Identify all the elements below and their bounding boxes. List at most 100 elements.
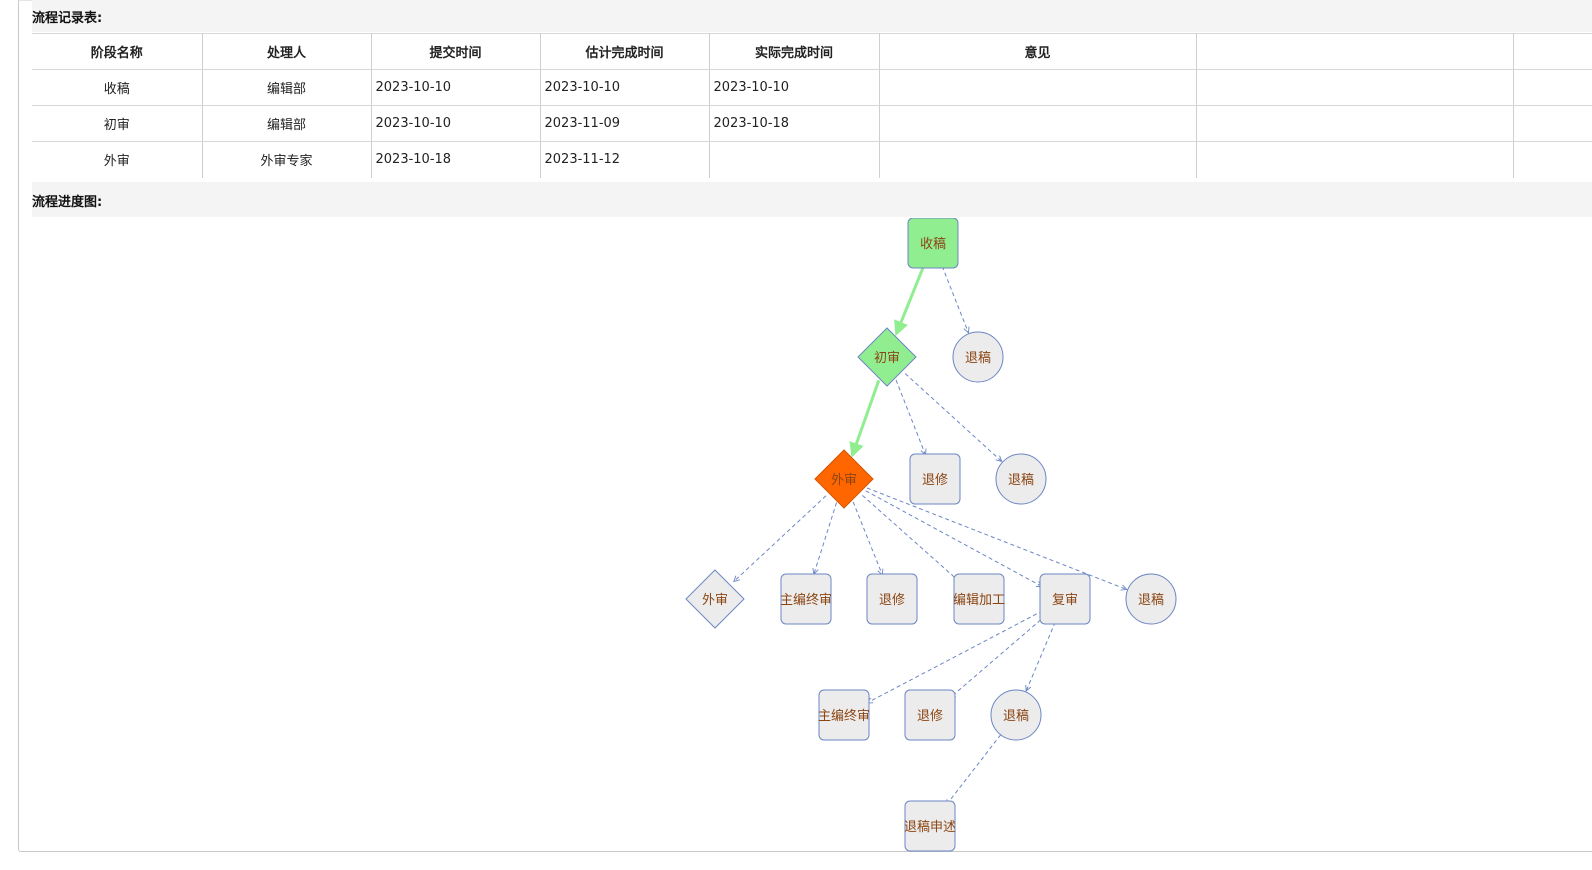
flow-node-shape: [685, 569, 745, 629]
flow-edge-n4-n8: [814, 502, 838, 574]
flow-edge-n11-n15: [1026, 621, 1056, 691]
cell-stage: 收稿: [32, 69, 203, 106]
flow-node-n2[interactable]: 初审: [857, 327, 917, 387]
cell-estimated-time: 2023-10-10: [540, 69, 710, 106]
cell-handler: 编辑部: [202, 105, 372, 142]
flow-node-shape: [857, 327, 917, 387]
cell-submit-time: 2023-10-10: [371, 69, 541, 106]
flow-node-n1[interactable]: 收稿: [907, 218, 959, 269]
header-empty-1: [1196, 33, 1514, 70]
process-flow-diagram: 收稿初审退稿外审退修退稿外审主编终审退修编辑加工复审退稿主编终审退修退稿退稿申述: [685, 218, 1177, 852]
flow-edge-n4-n9: [852, 501, 882, 575]
header-opinion: 意见: [879, 33, 1197, 70]
table-header-row: 阶段名称 处理人 提交时间 估计完成时间 实际完成时间 意见: [32, 33, 1592, 70]
flow-node-label: 收稿: [920, 236, 946, 252]
flow-node-n8[interactable]: 主编终审: [780, 573, 832, 625]
flow-edge-n15-n16: [946, 734, 1002, 806]
flow-node-shape: [866, 573, 918, 625]
flow-node-label: 退修: [879, 593, 905, 608]
flow-node-label: 退稿: [1003, 708, 1029, 724]
cell-actual-time: [709, 141, 880, 178]
flow-node-n16[interactable]: 退稿申述: [904, 800, 956, 852]
flow-node-n4[interactable]: 外审: [814, 449, 874, 509]
flow-node-n12[interactable]: 退稿: [1125, 573, 1177, 625]
flow-edges: [734, 265, 1127, 806]
cell-empty: [1196, 105, 1514, 142]
progress-section-header: [32, 182, 1592, 217]
flow-edge-n4-n7: [734, 495, 827, 582]
cell-opinion: [879, 105, 1197, 142]
flow-node-shape: [814, 449, 874, 509]
flow-node-shape: [995, 453, 1047, 505]
flow-edge-n4-n12: [866, 487, 1127, 590]
flow-edge-n1-n3: [941, 266, 968, 333]
cell-handler: 外审专家: [202, 141, 372, 178]
flow-edge-n4-n11: [865, 490, 1042, 587]
header-estimated-time: 估计完成时间: [540, 33, 710, 70]
cell-opinion: [879, 69, 1197, 106]
cell-estimated-time: 2023-11-12: [540, 141, 710, 178]
header-handler: 处理人: [202, 33, 372, 70]
cell-empty: [1513, 69, 1592, 106]
flow-node-label: 初审: [874, 351, 900, 366]
flow-node-label: 主编终审: [780, 592, 832, 608]
flow-nodes: 收稿初审退稿外审退修退稿外审主编终审退修编辑加工复审退稿主编终审退修退稿退稿申述: [685, 218, 1177, 852]
flow-node-shape: [780, 573, 832, 625]
flow-node-n13[interactable]: 主编终审: [818, 689, 870, 741]
flow-node-n9[interactable]: 退修: [866, 573, 918, 625]
table-row: 外审 外审专家 2023-10-18 2023-11-12: [32, 141, 1592, 178]
flow-node-n6[interactable]: 退稿: [995, 453, 1047, 505]
flow-node-shape: [952, 331, 1004, 383]
flow-node-shape: [818, 689, 870, 741]
flow-node-shape: [909, 453, 961, 505]
cell-submit-time: 2023-10-18: [371, 141, 541, 178]
flow-node-shape: [907, 218, 959, 269]
record-section-title: 流程记录表:: [32, 11, 103, 26]
flow-edge-n11-n14: [950, 614, 1047, 698]
flow-edge-n2-n5: [895, 379, 925, 455]
flow-node-label: 外审: [831, 473, 857, 488]
flow-node-label: 退修: [917, 709, 943, 724]
flow-edge-n4-n10: [862, 495, 959, 581]
flow-node-n14[interactable]: 退修: [904, 689, 956, 741]
table-row: 初审 编辑部 2023-10-10 2023-11-09 2023-10-18: [32, 105, 1592, 142]
cell-actual-time: 2023-10-10: [709, 69, 880, 106]
flow-node-label: 退稿: [1138, 592, 1164, 608]
flow-node-shape: [1039, 573, 1091, 625]
flow-node-label: 退稿: [965, 350, 991, 366]
flow-node-n15[interactable]: 退稿: [990, 689, 1042, 741]
cell-empty: [1513, 105, 1592, 142]
flow-edge-n11-n13: [867, 610, 1044, 703]
flow-node-label: 编辑加工: [953, 593, 1005, 608]
flow-node-n10[interactable]: 编辑加工: [953, 573, 1005, 625]
flow-node-label: 复审: [1052, 593, 1078, 608]
flow-node-shape: [1125, 573, 1177, 625]
flow-node-n3[interactable]: 退稿: [952, 331, 1004, 383]
cell-empty: [1196, 141, 1514, 178]
flow-node-label: 外审: [702, 593, 728, 608]
flow-node-label: 退修: [922, 473, 948, 488]
flow-node-n5[interactable]: 退修: [909, 453, 961, 505]
cell-handler: 编辑部: [202, 69, 372, 106]
flow-node-label: 退稿申述: [904, 819, 956, 835]
flow-node-label: 退稿: [1008, 472, 1034, 488]
flow-edge-n2-n4: [849, 379, 881, 458]
cell-opinion: [879, 141, 1197, 178]
cell-empty: [1196, 69, 1514, 106]
cell-stage: 外审: [32, 141, 203, 178]
flow-node-label: 主编终审: [818, 708, 870, 724]
table-row: 收稿 编辑部 2023-10-10 2023-10-10 2023-10-10: [32, 69, 1592, 106]
header-submit-time: 提交时间: [371, 33, 541, 70]
header-empty-2: [1513, 33, 1592, 70]
flow-edge-n2-n6: [904, 373, 1002, 462]
cell-estimated-time: 2023-11-09: [540, 105, 710, 142]
header-actual-time: 实际完成时间: [709, 33, 880, 70]
cell-submit-time: 2023-10-10: [371, 105, 541, 142]
flow-node-n7[interactable]: 外审: [685, 569, 745, 629]
flow-node-shape: [953, 573, 1005, 625]
flow-node-n11[interactable]: 复审: [1039, 573, 1091, 625]
process-record-table: 阶段名称 处理人 提交时间 估计完成时间 实际完成时间 意见 收稿 编辑部 20…: [32, 33, 1592, 178]
flow-node-shape: [904, 689, 956, 741]
flow-edge-n1-n2: [894, 265, 926, 336]
flow-node-shape: [990, 689, 1042, 741]
